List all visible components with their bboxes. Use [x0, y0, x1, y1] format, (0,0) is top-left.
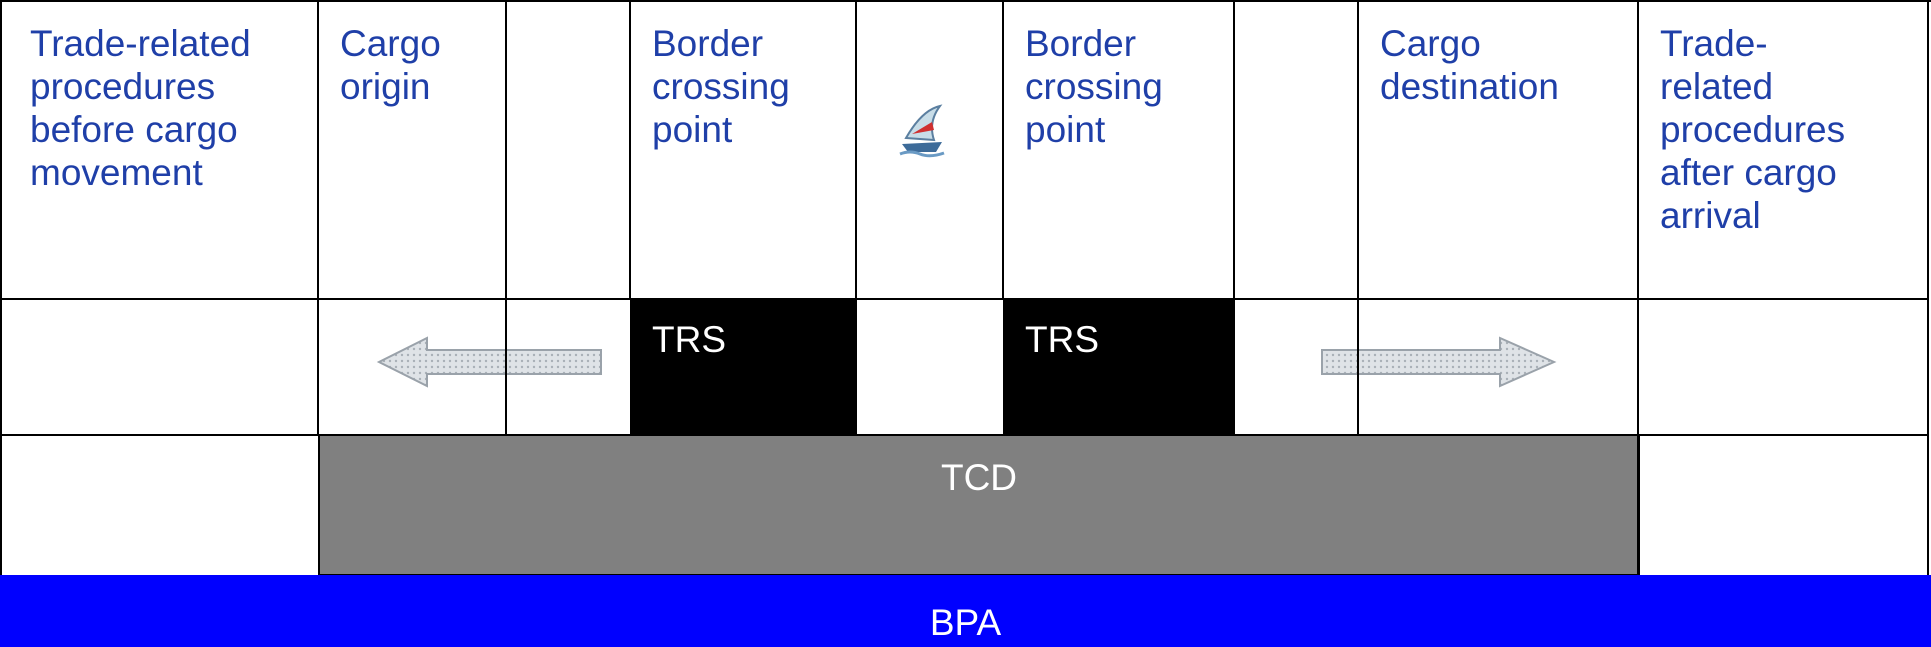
grid-line — [317, 0, 319, 436]
grid-line — [0, 434, 1929, 436]
column-label: Border crossing point — [1025, 23, 1163, 150]
column-label: Cargo destination — [1380, 23, 1559, 107]
column-after-cargo-arrival: Trade- related procedures after cargo ar… — [1638, 0, 1931, 300]
column-border-crossing-1: Border crossing point — [630, 0, 855, 300]
grid-line — [505, 0, 507, 436]
column-label: Trade- related procedures after cargo ar… — [1660, 23, 1846, 236]
trs-label: TRS — [1025, 319, 1099, 360]
grid-line — [1927, 0, 1929, 575]
column-cargo-origin: Cargo origin — [318, 0, 506, 300]
column-cargo-destination: Cargo destination — [1358, 0, 1638, 300]
ship-icon — [899, 104, 945, 158]
grid-line — [629, 0, 631, 300]
grid-line — [855, 0, 857, 300]
bpa-label: BPA — [929, 602, 1002, 643]
grid-line — [1637, 0, 1639, 575]
column-border-crossing-2: Border crossing point — [1003, 0, 1233, 300]
column-label: Border crossing point — [652, 23, 790, 150]
tcd-label: TCD — [940, 457, 1018, 498]
column-label: Cargo origin — [340, 23, 441, 107]
trs-label: TRS — [652, 319, 726, 360]
bpa-band: BPA — [0, 575, 1931, 647]
column-before-cargo-movement: Trade-related procedures before cargo mo… — [0, 0, 318, 300]
left-arrow-icon — [376, 336, 602, 388]
grid-line — [1002, 0, 1004, 300]
grid-line — [0, 298, 1929, 300]
trs-box-left: TRS — [630, 300, 857, 436]
right-arrow-icon — [1321, 336, 1557, 388]
tcd-band: TCD — [318, 434, 1640, 576]
grid-line — [1233, 0, 1235, 300]
grid-line — [0, 0, 2, 575]
grid-line — [1357, 0, 1359, 436]
top-border — [0, 0, 1931, 2]
trs-box-right: TRS — [1003, 300, 1235, 436]
column-label: Trade-related procedures before cargo mo… — [30, 23, 251, 193]
